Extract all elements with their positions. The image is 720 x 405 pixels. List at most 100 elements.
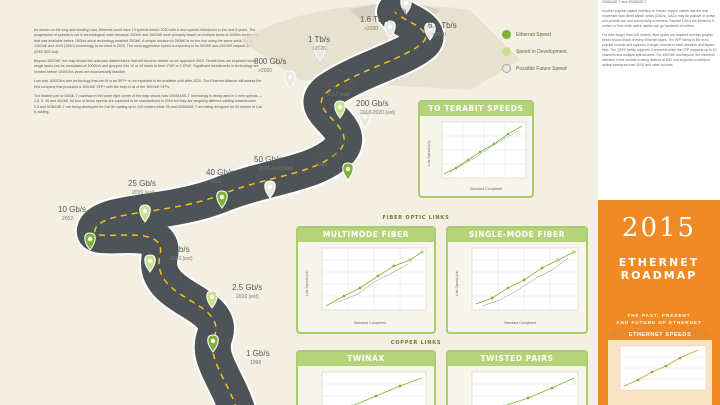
road-speed-label: 40 Gb/s xyxy=(206,168,234,177)
road-pin-development xyxy=(206,290,218,309)
road-pin-development xyxy=(144,254,156,273)
legend-label: Ethernet Speed xyxy=(516,31,551,38)
intro-paragraph-3: Low cost 1000Gb/s twin technology that c… xyxy=(34,79,262,89)
terabit-chart-title: TO TERABIT SPEEDS xyxy=(428,104,524,113)
road-pin-dot xyxy=(210,338,216,344)
intro-paragraph-2: Beyond 400GbE, the map shows the unknown… xyxy=(34,59,259,74)
road-map: 1 Gb/s 1998 2.5 Gb/s 2016 (est) 5 Gb/s 2016 (… xyxy=(58,0,520,405)
sidebar-paragraph-1: 25GBASE-T and 40GBASE-T. xyxy=(602,0,648,4)
road-pin-future xyxy=(264,180,276,199)
intro-paragraph-4: The twisted pair or BASE-T roadmap in th… xyxy=(34,94,262,115)
road-pin-dot xyxy=(427,26,433,32)
road-year-label: 2002 xyxy=(62,216,73,222)
road-speed-label: 1.6 Tb/s xyxy=(360,15,389,24)
axis-y-label: Link Speed (b/s) xyxy=(305,271,309,297)
multimode-chart: Link Speed (b/s) Standard Completed xyxy=(305,247,427,325)
twisted-pairs-panel: TWISTED PAIRS xyxy=(446,350,588,405)
road-pin-current xyxy=(216,190,228,209)
road-year-label: 2016 (est) xyxy=(236,294,259,300)
axis-x-label: Standard Completed xyxy=(470,187,502,191)
road-pin-current xyxy=(84,232,96,251)
sidebar-paragraph-3: For links longer than 100 meters, fiber … xyxy=(602,33,717,67)
road-pin-future xyxy=(284,70,296,89)
road-year-label: >2020 xyxy=(312,46,326,52)
road-speed-label: 10 Tb/s xyxy=(380,7,407,16)
multimode-panel: MULTIMODE FIBER Link Speed (b/s) Standar… xyxy=(296,226,436,334)
legend-item-future: Possible Future Speed xyxy=(502,64,597,73)
axis-y-label: Link Speed (b/s) xyxy=(427,141,431,167)
intro-paragraph-1: As shown on the long and winding road, E… xyxy=(34,28,260,54)
road-pin-development xyxy=(139,204,151,223)
road-year-label: 2016 (est) xyxy=(132,190,155,196)
road-speed-label: 25 Gb/s xyxy=(128,179,156,188)
road-speed-label: 5 Gb/s xyxy=(166,245,190,254)
twisted-pairs-chart xyxy=(471,371,579,405)
road-speed-label: 1 Gb/s xyxy=(246,349,270,358)
road-pin-dot xyxy=(403,0,409,6)
road-speed-label: 400 Gb/s xyxy=(323,81,355,90)
legend: Ethernet Speed Speed in Development Poss… xyxy=(502,30,597,81)
twisted-pairs-title: TWISTED PAIRS xyxy=(480,354,554,363)
road-year-label: >2020 xyxy=(432,32,446,38)
road-speed-label: 200 Gb/s xyxy=(356,99,388,108)
road-pin-development xyxy=(334,100,346,119)
road-pin-dot xyxy=(337,104,343,110)
road-year-label: 2010 xyxy=(210,179,221,185)
road-speed-label: 6.4 Tb/s xyxy=(428,21,457,30)
road-pin-dot xyxy=(387,24,393,30)
roadmap-subtitle: THE PAST, PRESENT AND FUTURE OF ETHERNET xyxy=(598,312,720,326)
multimode-title: MULTIMODE FIBER xyxy=(322,230,410,239)
singlemode-panel: SINGLE-MODE FIBER Link Speed (b/s) Stand… xyxy=(446,226,588,334)
road-pin-future xyxy=(359,110,371,129)
road-pin-future xyxy=(424,22,436,41)
ethernet-speeds-title: ETHERNET SPEEDS xyxy=(608,330,712,340)
road-speed-label: 50 Gb/s xyxy=(254,155,282,164)
road-pin-future xyxy=(384,20,396,39)
road-center-line xyxy=(94,11,427,405)
road-pin-dot xyxy=(87,236,93,242)
legend-swatch-future xyxy=(502,64,511,73)
road-speed-label: 2.5 Gb/s xyxy=(232,283,262,292)
terabit-chart: Link Speed (b/s) Standard Completed xyxy=(427,121,527,191)
road-pin-future xyxy=(400,0,412,15)
ethernet-speeds-chart xyxy=(619,345,707,391)
copper-heading: COPPER LINKS xyxy=(390,340,442,346)
road-year-label: 2016 (est) xyxy=(170,256,193,262)
road-pin-dot xyxy=(317,46,323,52)
twinax-title: TWINAX xyxy=(347,354,385,363)
legend-item-current: Ethernet Speed xyxy=(502,30,597,39)
roadmap-title: ETHERNET ROADMAP xyxy=(598,256,720,282)
road-pin-dot xyxy=(142,208,148,214)
road-year-label: 2018-2020 (est) xyxy=(360,110,396,116)
singlemode-title: SINGLE-MODE FIBER xyxy=(468,230,566,239)
road-speed-label: 10 Gb/s xyxy=(58,205,86,214)
roadmap-subtitle-line2: AND FUTURE OF ETHERNET xyxy=(616,320,702,325)
road-pin-dot xyxy=(267,184,273,190)
road-speed-label: 1 Tb/s xyxy=(308,35,330,44)
road-pin-dot xyxy=(147,258,153,264)
road-speed-label: 800 Gb/s xyxy=(254,57,286,66)
road-pin-future xyxy=(314,42,326,61)
legend-label: Possible Future Speed xyxy=(516,65,567,72)
fiber-heading: FIBER OPTIC LINKS xyxy=(382,215,450,221)
road-pin-dot xyxy=(362,114,368,120)
intro-text: As shown on the long and winding road, E… xyxy=(34,28,262,120)
road-pin-dot xyxy=(287,74,293,80)
legend-swatch-current xyxy=(502,30,511,39)
road-year-label: 2018-2020 (est) xyxy=(258,166,294,172)
axis-x-label: Standard Completed xyxy=(504,321,536,325)
singlemode-chart: Link Speed (b/s) Standard Completed xyxy=(455,247,579,325)
roadmap-title-line1: ETHERNET xyxy=(618,256,700,269)
legend-item-development: Speed in Development xyxy=(502,47,597,56)
roadmap-year: 2015 xyxy=(621,213,697,243)
axis-y-label: Link Speed (b/s) xyxy=(455,271,459,297)
road-speed-label: 100 Gb/s xyxy=(312,151,344,160)
road-pin-current xyxy=(207,334,219,353)
ethernet-speeds-box: ETHERNET SPEEDS xyxy=(608,330,712,405)
road-pin-dot xyxy=(219,194,225,200)
legend-label: Speed in Development xyxy=(516,48,567,55)
axis-x-label: Standard Completed xyxy=(354,321,386,325)
twinax-chart xyxy=(321,371,427,405)
road-year-label: 1998 xyxy=(250,360,261,366)
